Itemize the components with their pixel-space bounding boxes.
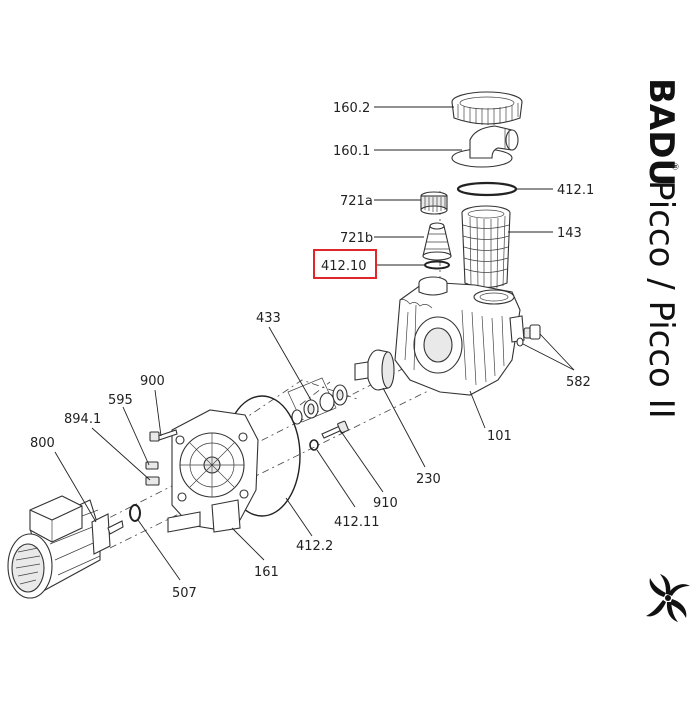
label-894-1: 894.1 [64,412,101,427]
label-800: 800 [30,436,55,451]
part-412-11-o-ring [309,439,319,451]
label-433: 433 [256,311,281,326]
part-595-buffer [145,461,159,470]
label-160-2: 160.2 [333,101,370,116]
part-101-pump-housing [394,276,525,396]
part-910-bolt [321,420,349,439]
part-900-screw [149,429,178,442]
part-800-motor [7,495,124,599]
label-412-10: 412.10 [321,259,367,274]
label-900: 900 [140,374,165,389]
label-412-11: 412.11 [334,515,380,530]
label-507: 507 [172,586,197,601]
label-412-1: 412.1 [557,183,594,198]
part-721b-cone [422,222,452,261]
label-412-2: 412.2 [296,539,333,554]
model-name: Picco / Picco II [641,180,681,419]
part-230-impeller [354,349,395,391]
part-143-strainer-basket [461,205,511,289]
highlight-box-412-10 [313,249,377,279]
part-161-housing-cover [167,409,259,533]
part-582-drain-plugs [516,324,541,347]
part-labels: 160.2 160.1 412.1 721a 721b 143 412.10 4… [30,101,594,601]
part-433-mechanical-seal [287,377,348,425]
label-582: 582 [566,375,591,390]
label-143: 143 [557,226,582,241]
leader-lines [54,106,575,581]
brand-name: BADU [641,78,681,186]
part-160-2-union-nut [451,91,523,125]
label-161: 161 [254,565,279,580]
label-160-1: 160.1 [333,144,370,159]
label-230: 230 [416,472,441,487]
label-721a: 721a [340,194,373,209]
label-101: 101 [487,429,512,444]
swirl-propeller-icon [646,574,690,622]
part-412-1-o-ring [456,181,518,197]
label-910: 910 [373,496,398,511]
label-721b: 721b [340,231,373,246]
part-721a-cap [420,191,448,215]
brand-title: BADU ® Picco / Picco II [641,78,681,419]
label-595: 595 [108,393,133,408]
part-412-10-o-ring [424,260,450,270]
brand-registered-mark: ® [669,162,679,171]
part-507-slinger-ring [129,504,141,522]
part-160-1-elbow-connector [451,125,519,168]
